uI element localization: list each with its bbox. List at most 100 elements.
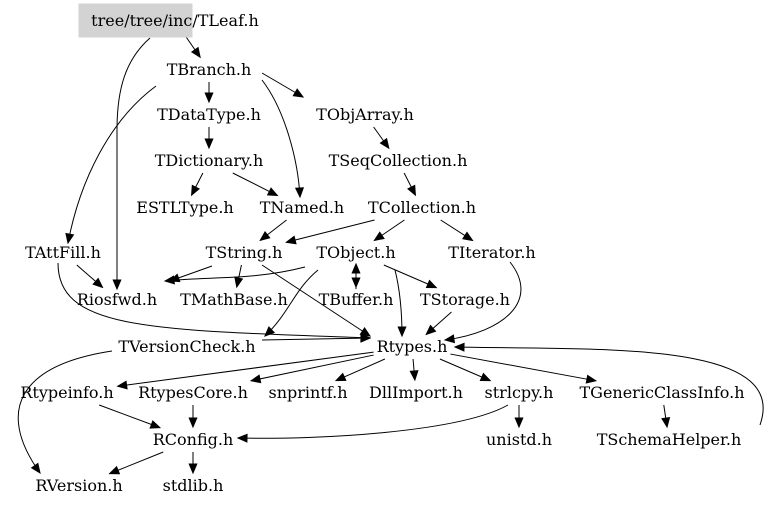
node-label-tobjarray: TObjArray.h: [316, 105, 414, 124]
node-label-tschemahelper: TSchemaHelper.h: [597, 430, 742, 449]
node-label-tleaf: tree/tree/inc/TLeaf.h: [91, 11, 259, 30]
edge-rtypescore-to-rconfig-arrowhead: [188, 417, 198, 429]
edge-tseqcollection-to-tcollection-arrowhead: [407, 184, 417, 197]
edge-tbranch-to-tobjarray-arrowhead: [292, 88, 305, 98]
edge-rtypeinfo-to-rconfig: [98, 404, 161, 429]
edge-tobject-to-tversioncheck-arrowhead: [264, 326, 276, 337]
node-tdatatype[interactable]: TDataType.h: [157, 105, 261, 124]
edge-tbranch-to-tnamed: [261, 79, 301, 198]
edge-tversioncheck-to-rtypes: [261, 337, 371, 341]
edge-tobject-to-rtypes-arrowhead: [397, 326, 407, 338]
node-tmathbase[interactable]: TMathBase.h: [180, 290, 288, 309]
edge-titerator-to-rtypes: [444, 261, 522, 341]
node-tversioncheck[interactable]: TVersionCheck.h: [118, 337, 255, 356]
edge-tcollection-to-tstring-arrowhead: [285, 235, 297, 245]
node-rconfig[interactable]: RConfig.h: [153, 430, 234, 449]
node-dllimport[interactable]: DllImport.h: [369, 383, 463, 402]
root-node-box: [78, 3, 193, 38]
edge-tcollection-to-tobject-arrowhead: [373, 231, 385, 242]
edge-tobjarray-to-tseqcollection-arrowhead: [379, 137, 390, 150]
edge-tschemahelper-to-rtypes: [454, 346, 764, 426]
node-riosfwd[interactable]: Riosfwd.h: [77, 290, 157, 309]
edge-tattfill-to-rtypes: [57, 262, 371, 339]
edge-tleaf-to-tbranch-arrowhead: [190, 46, 201, 59]
node-label-tversioncheck: TVersionCheck.h: [118, 337, 255, 356]
edge-tstring-to-tmathbase-arrowhead: [234, 276, 244, 289]
node-label-tdatatype: TDataType.h: [157, 105, 261, 124]
edge-tbuffer-to-tobject-arrowhead: [351, 262, 361, 274]
node-tstorage[interactable]: TStorage.h: [420, 290, 510, 309]
edge-tleaf-to-riosfwd-arrowhead: [112, 279, 122, 291]
node-tbuffer[interactable]: TBuffer.h: [319, 290, 394, 309]
edge-tbranch-to-tattfill: [67, 85, 157, 244]
node-label-stdlib: stdlib.h: [163, 476, 224, 495]
node-label-tgenericclassinfo: TGenericClassInfo.h: [579, 383, 744, 402]
edge-tattfill-to-riosfwd-arrowhead: [92, 277, 104, 289]
edge-rtypes-to-rtypescore-arrowhead: [249, 374, 262, 384]
node-label-tbranch: TBranch.h: [167, 60, 252, 79]
node-tobject[interactable]: TObject.h: [316, 243, 395, 262]
edge-tcollection-to-titerator-arrowhead: [462, 231, 474, 242]
node-tdictionary[interactable]: TDictionary.h: [155, 151, 264, 170]
node-rversion[interactable]: RVersion.h: [35, 476, 122, 495]
edge-tobject-to-tversioncheck: [264, 269, 319, 337]
node-titerator[interactable]: TIterator.h: [448, 243, 535, 262]
node-tbranch[interactable]: TBranch.h: [167, 60, 252, 79]
node-label-riosfwd: Riosfwd.h: [77, 290, 157, 309]
node-rtypes[interactable]: Rtypes.h: [377, 337, 448, 356]
node-rtypescore[interactable]: RtypesCore.h: [138, 383, 248, 402]
node-tleaf[interactable]: tree/tree/inc/TLeaf.h: [78, 3, 259, 38]
edge-rtypes-to-tgenericclassinfo: [450, 353, 596, 382]
edge-tdictionary-to-tnamed-arrowhead: [266, 187, 279, 197]
node-unistd[interactable]: unistd.h: [486, 430, 552, 449]
edge-tversioncheck-to-rtypes-arrowhead: [360, 333, 372, 343]
edge-strlcpy-to-unistd-arrowhead: [514, 417, 524, 429]
nodes-layer: tree/tree/inc/TLeaf.hTBranch.hTDataType.…: [20, 3, 745, 495]
node-tstring[interactable]: TString.h: [206, 243, 283, 262]
node-label-rtypeinfo: Rtypeinfo.h: [20, 383, 113, 402]
node-stdlib[interactable]: stdlib.h: [163, 476, 224, 495]
node-tattfill[interactable]: TAttFill.h: [25, 243, 101, 262]
edge-tdictionary-to-estltype-arrowhead: [190, 184, 200, 197]
edge-rtypes-to-rtypeinfo: [117, 351, 374, 387]
edge-strlcpy-to-rconfig-arrowhead: [236, 433, 248, 443]
node-tnamed[interactable]: TNamed.h: [260, 198, 344, 217]
edge-rtypes-to-rtypeinfo-arrowhead: [116, 380, 128, 390]
node-estltype[interactable]: ESTLType.h: [136, 198, 233, 217]
node-label-tcollection: TCollection.h: [368, 198, 476, 217]
node-tschemahelper[interactable]: TSchemaHelper.h: [597, 430, 742, 449]
edge-tstring-to-rtypes: [261, 264, 371, 337]
edge-tbranch-to-tnamed-arrowhead: [294, 187, 305, 199]
node-label-dllimport: DllImport.h: [369, 383, 463, 402]
edge-tstring-to-rtypes-arrowhead: [359, 326, 372, 337]
node-label-rtypescore: RtypesCore.h: [138, 383, 248, 402]
node-rtypeinfo[interactable]: Rtypeinfo.h: [20, 383, 113, 402]
node-tcollection[interactable]: TCollection.h: [368, 198, 476, 217]
edge-tbranch-to-tattfill-arrowhead: [65, 232, 75, 245]
edge-tobject-to-rtypes: [394, 269, 403, 337]
node-label-tdictionary: TDictionary.h: [155, 151, 264, 170]
node-label-tstorage: TStorage.h: [420, 290, 510, 309]
edge-rconfig-to-rversion-arrowhead: [108, 465, 121, 475]
node-tgenericclassinfo[interactable]: TGenericClassInfo.h: [579, 383, 744, 402]
node-label-tattfill: TAttFill.h: [25, 243, 101, 262]
node-label-snprintf: snprintf.h: [269, 383, 348, 402]
edge-rconfig-to-stdlib-arrowhead: [188, 463, 198, 475]
edge-rtypes-to-snprintf-arrowhead: [334, 372, 347, 382]
node-tobjarray[interactable]: TObjArray.h: [316, 105, 414, 124]
node-snprintf[interactable]: snprintf.h: [269, 383, 348, 402]
node-label-tobject: TObject.h: [316, 243, 395, 262]
edges-layer: [17, 37, 764, 475]
node-label-tbuffer: TBuffer.h: [319, 290, 394, 309]
node-label-estltype: ESTLType.h: [136, 198, 233, 217]
node-label-rtypes: Rtypes.h: [377, 337, 448, 356]
node-label-tmathbase: TMathBase.h: [180, 290, 288, 309]
edge-rtypes-to-tgenericclassinfo-arrowhead: [585, 374, 598, 384]
node-label-rconfig: RConfig.h: [153, 430, 234, 449]
node-label-rversion: RVersion.h: [35, 476, 122, 495]
edge-tversioncheck-to-rversion: [17, 350, 113, 474]
edge-tdatatype-to-tdictionary-arrowhead: [204, 138, 214, 150]
node-strlcpy[interactable]: strlcpy.h: [485, 383, 554, 402]
node-tseqcollection[interactable]: TSeqCollection.h: [329, 151, 468, 170]
